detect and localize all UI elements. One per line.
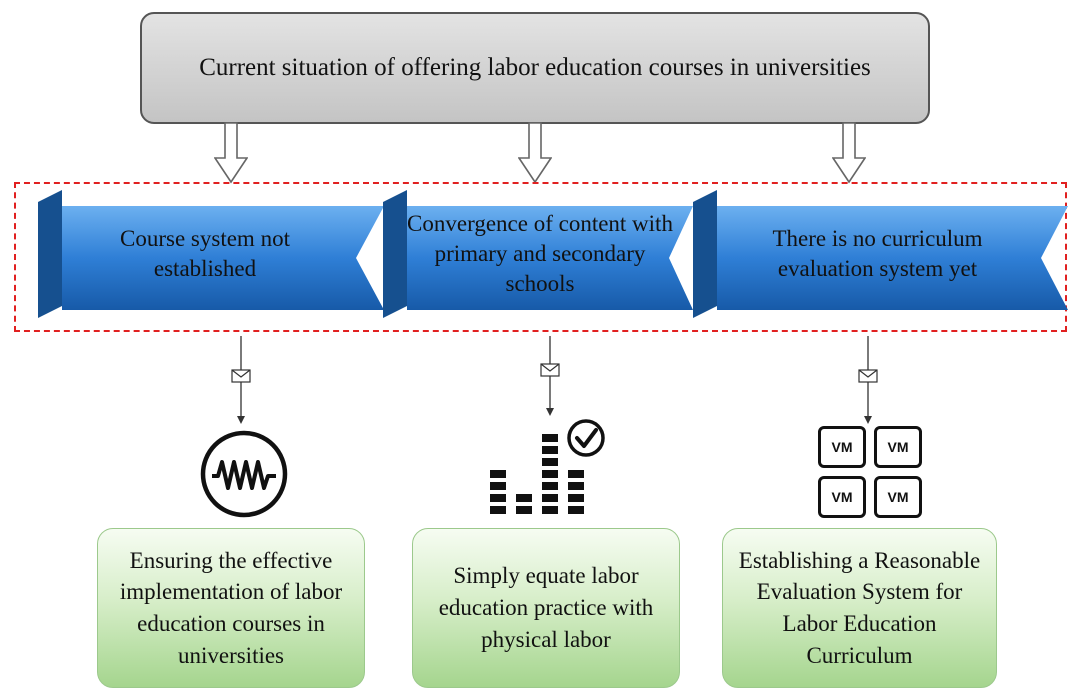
down-arrow-icon [832,122,866,184]
outcome-label: Ensuring the effective implementation of… [119,547,343,668]
outcome-box: Ensuring the effective implementation of… [97,528,365,688]
problem-label: Course system not established [120,226,290,281]
title-text: Current situation of offering labor educ… [199,54,871,81]
title-box: Current situation of offering labor educ… [140,12,930,124]
down-arrow-icon [518,122,552,184]
down-arrow-icon [214,122,248,184]
problem-ribbon [383,190,693,318]
outcome-label: Simply equate labor education practice w… [438,563,654,652]
virtual-machines-icon: VM VM VM VM [818,426,922,518]
waveform-icon [200,430,288,518]
problem-group-frame [14,182,1067,332]
problem-label: Convergence of content with primary and … [407,211,673,296]
outcome-box: Simply equate labor education practice w… [412,528,680,688]
problem-ribbon [38,190,384,318]
envelope-connector [540,336,560,416]
vm-cell: VM [874,426,922,468]
vm-cell: VM [874,476,922,518]
vm-cell: VM [818,476,866,518]
problem-label: There is no curriculum evaluation system… [772,226,983,281]
envelope-connector [858,336,878,424]
vm-cell: VM [818,426,866,468]
outcome-label: Establishing a Reasonable Evaluation Sys… [738,547,981,668]
problem-ribbon [693,190,1068,318]
envelope-connector [231,336,251,424]
outcome-box: Establishing a Reasonable Evaluation Sys… [722,528,997,688]
bar-chart-check-icon [490,419,605,514]
